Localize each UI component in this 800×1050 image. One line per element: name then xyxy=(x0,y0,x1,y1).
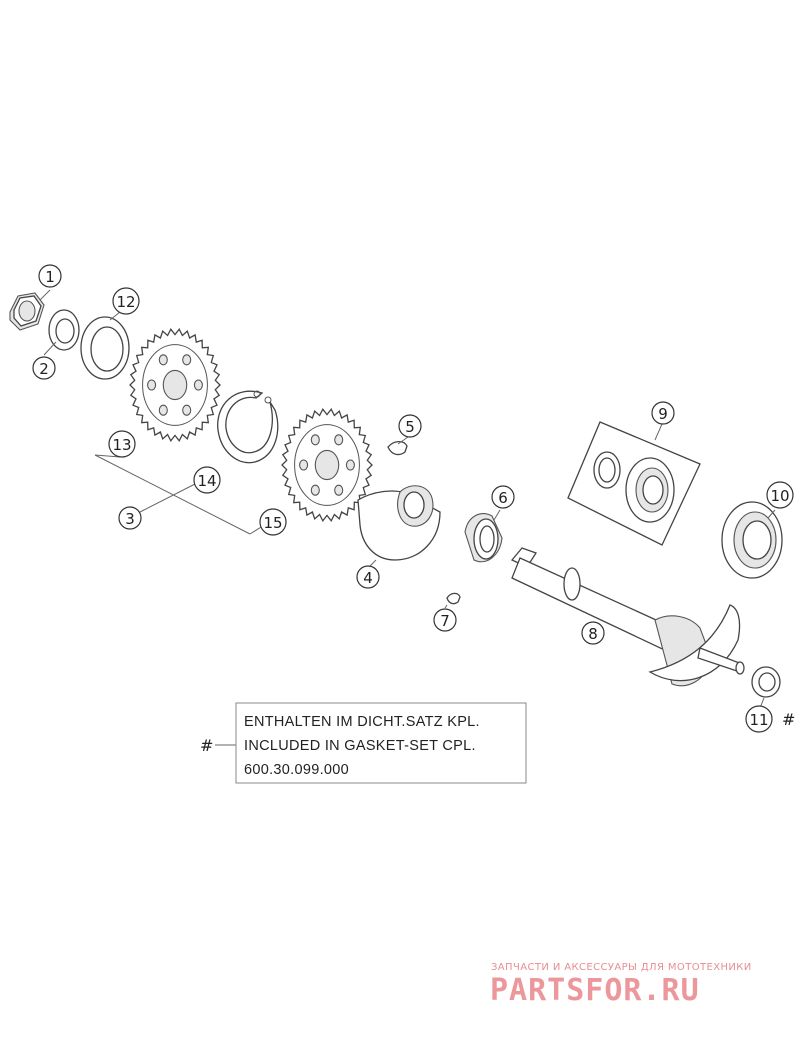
callout-5: 5 xyxy=(398,414,422,438)
callout-10: 10 xyxy=(766,481,794,509)
seal-ring-icon xyxy=(751,666,781,698)
callout-11: 11 xyxy=(745,705,773,733)
callout-9: 9 xyxy=(651,401,675,425)
callout-2: 2 xyxy=(32,356,56,380)
nut-icon xyxy=(9,292,45,331)
watermark: ЗАПЧАСТИ И АКСЕССУАРЫ ДЛЯ МОТОТЕХНИКИ PA… xyxy=(490,962,752,1008)
watermark-tagline: ЗАПЧАСТИ И АКСЕССУАРЫ ДЛЯ МОТОТЕХНИКИ xyxy=(491,962,752,973)
callout-label: 13 xyxy=(112,436,131,454)
shim-washer-icon xyxy=(80,316,130,380)
callout-label: 11 xyxy=(749,711,768,729)
bearing-icon xyxy=(567,421,701,546)
gasket-set-note: # ENTHALTEN IM DICHT.SATZ KPL. INCLUDED … xyxy=(200,702,527,784)
callout-label: 5 xyxy=(405,418,415,436)
needle-sleeve-icon xyxy=(464,513,503,563)
callout-13: 13 xyxy=(108,430,136,458)
hash-mark-11: # xyxy=(782,710,795,729)
callout-12: 12 xyxy=(112,287,140,315)
callout-1: 1 xyxy=(38,264,62,288)
callout-label: 1 xyxy=(45,268,55,286)
callout-4: 4 xyxy=(356,565,380,589)
note-line-3: 600.30.099.000 xyxy=(244,762,349,778)
gear-icon xyxy=(281,407,373,523)
callout-label: 2 xyxy=(39,360,49,378)
callout-label: 4 xyxy=(363,569,373,587)
callout-6: 6 xyxy=(491,485,515,509)
callout-15: 15 xyxy=(259,508,287,536)
key-icon xyxy=(387,440,408,456)
shaft-icon xyxy=(510,547,745,687)
hash-mark: # xyxy=(200,736,213,755)
callout-label: 8 xyxy=(588,625,598,643)
callout-label: 10 xyxy=(770,487,789,505)
note-line-2: INCLUDED IN GASKET-SET CPL. xyxy=(244,738,476,754)
callout-3: 3 xyxy=(118,506,142,530)
gear-icon xyxy=(129,327,221,443)
callout-8: 8 xyxy=(581,621,605,645)
circlip-icon xyxy=(217,390,279,464)
washer-icon xyxy=(48,309,80,351)
callout-14: 14 xyxy=(193,466,221,494)
callout-label: 14 xyxy=(197,472,216,490)
callout-label: 12 xyxy=(116,293,135,311)
roller-bearing-icon xyxy=(721,501,783,579)
callout-7: 7 xyxy=(433,608,457,632)
balancer-weight-icon xyxy=(357,485,441,561)
small-key-icon xyxy=(446,592,461,605)
callout-label: 15 xyxy=(263,514,282,532)
callout-label: 9 xyxy=(658,405,668,423)
watermark-brand: PARTSFOR.RU xyxy=(490,973,700,1008)
callout-label: 6 xyxy=(498,489,508,507)
callout-label: 7 xyxy=(440,612,450,630)
leader-lines xyxy=(39,289,776,746)
callout-label: 3 xyxy=(125,510,135,528)
note-line-1: ENTHALTEN IM DICHT.SATZ KPL. xyxy=(244,714,480,730)
